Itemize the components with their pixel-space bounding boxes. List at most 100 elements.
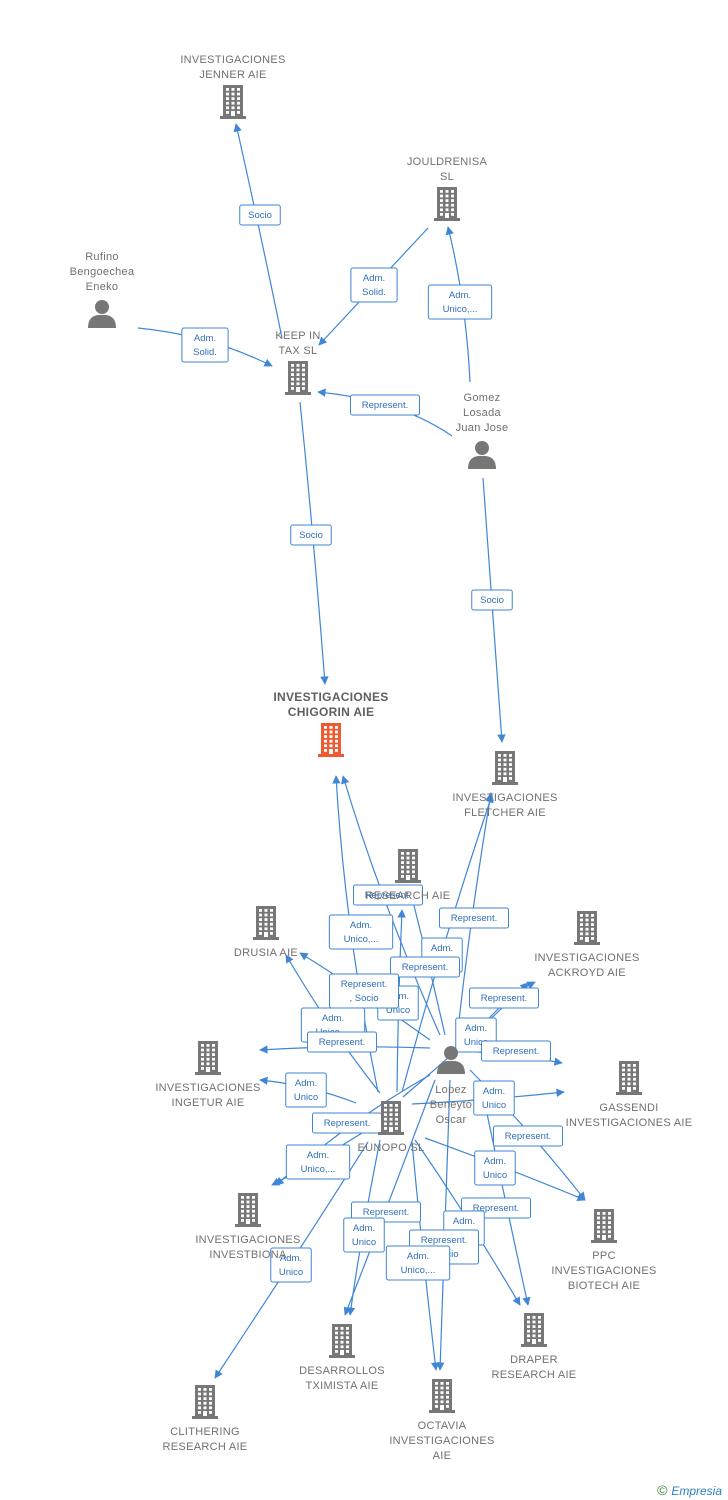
edge-label-text: Represent. — [319, 1037, 365, 1048]
edge-label-text: Socio — [299, 530, 323, 541]
node-research[interactable]: RESEARCH AIE — [366, 849, 451, 902]
edge-label-text: Unico — [482, 1100, 506, 1111]
edge-label-eunopo-to-clithering[interactable]: Adm.Unico — [270, 1247, 312, 1283]
edge-label-lopez-to-fletcher[interactable]: Represent. — [439, 907, 509, 929]
building-icon — [195, 1041, 221, 1075]
building-icon — [521, 1313, 547, 1347]
node-eunopo[interactable]: EUNOPO SL — [358, 1101, 425, 1154]
edge-label-eunopo-to-octavia[interactable]: Adm. Unico,... — [385, 1245, 451, 1281]
edge-label-text: Unico,... — [401, 1265, 436, 1276]
node-label: RESEARCH AIE — [366, 890, 451, 902]
node-drusia[interactable]: DRUSIA AIE — [234, 906, 298, 959]
node-label: Juan Jose — [456, 422, 509, 434]
person-icon — [468, 441, 496, 469]
node-label: Bengoechea — [70, 266, 135, 278]
edge-label-text: Socio — [248, 210, 272, 221]
node-label: INVESTIGACIONES AIE — [566, 1117, 693, 1129]
edge-label-lopez-to-chigorin[interactable]: Represent. — [353, 884, 423, 906]
edge-label-lopez-to-ingetur[interactable]: Represent. — [307, 1031, 377, 1053]
edge-label-eunopo-to-desarrollos[interactable]: Adm.Unico — [343, 1217, 385, 1253]
edge-label-text: Unico,... — [344, 934, 379, 945]
edge-label-lopez-to-desarrollos[interactable]: Represent. — [351, 1201, 421, 1223]
edge-label-rufino-to-keepintax[interactable]: Adm.Solid. — [181, 327, 229, 363]
node-label: CHIGORIN AIE — [288, 705, 375, 719]
edge-label-text: Represent. — [362, 400, 408, 411]
edge-label-eunopo-to-ppc[interactable]: Adm.Unico — [474, 1150, 516, 1186]
node-label: CLITHERING — [170, 1426, 240, 1438]
node-clithering[interactable]: CLITHERING RESEARCH AIE — [163, 1385, 248, 1453]
edge-label-eunopo-to-ingetur[interactable]: Adm.Unico — [285, 1072, 327, 1108]
edge-label-text: Adm. — [483, 1086, 505, 1097]
edge-label-text: Adm. — [407, 1251, 429, 1262]
edge-label-gomez-to-keepintax[interactable]: Represent. — [350, 394, 420, 416]
node-label: EUNOPO SL — [358, 1142, 425, 1154]
node-label: AIE — [433, 1450, 452, 1462]
edge-label-text: Represent. — [473, 1203, 519, 1214]
edge-label-text: Adm. — [449, 290, 471, 301]
node-label: Oscar — [436, 1114, 467, 1126]
building-icon — [378, 1101, 404, 1135]
edge-label-text: , Socio — [349, 993, 378, 1004]
edge-label-keepintax-to-jenner[interactable]: Socio — [239, 204, 281, 226]
node-label: DESARROLLOS — [299, 1365, 385, 1377]
node-label: DRAPER — [510, 1354, 558, 1366]
node-label: FLETCHER AIE — [464, 807, 546, 819]
edge-label-lopez-to-ackroyd[interactable]: Represent. — [469, 987, 539, 1009]
edge-label-text: Adm. — [465, 1023, 487, 1034]
edge-label-gomez-to-jouldrenisa[interactable]: Adm.Unico,... — [427, 284, 493, 320]
node-label: INVESTIGACIONES — [155, 1082, 260, 1094]
edge-label-text: Unico,... — [301, 1164, 336, 1175]
edge-label-jouldrenisa-to-keepintax[interactable]: Adm.Solid. — [350, 267, 398, 303]
edge-label-keepintax-to-chigorin[interactable]: Socio — [290, 524, 332, 546]
node-label: ACKROYD AIE — [548, 967, 626, 979]
edge-label-text: Adm. — [280, 1253, 302, 1264]
edge-label-eunopo-to-investbiona[interactable]: Adm.Unico,... — [285, 1144, 351, 1180]
building-icon — [285, 361, 311, 395]
edge-label-text: Solid. — [193, 347, 217, 358]
building-icon — [395, 849, 421, 883]
edge-label-lopez-to-ppc[interactable]: Represent. — [493, 1125, 563, 1147]
edge-label-eunopo-to-gassendi[interactable]: Adm. Unico — [473, 1080, 515, 1116]
edge-label-text: Unico — [352, 1237, 376, 1248]
edge-label-text: Represent. — [493, 1046, 539, 1057]
edge-label-lopez-to-investbiona[interactable]: Represent. — [312, 1112, 382, 1134]
edge-label-text: Represent. — [341, 979, 387, 990]
edge-labels-layer: SocioAdm.Solid.Adm.Unico,...Adm.Solid.Re… — [181, 204, 563, 1283]
building-icon — [574, 911, 600, 945]
edge-label-lopez-to-drusia[interactable]: Represent. , Socio — [329, 973, 399, 1009]
edge-label-gomez-to-fletcher[interactable]: Socio — [471, 589, 513, 611]
node-label: KEEP IN — [275, 330, 320, 342]
footer-credit: © Empresia — [657, 1482, 722, 1498]
node-label: Lopez — [435, 1084, 466, 1096]
node-label: RESEARCH AIE — [163, 1441, 248, 1453]
edge-label-lopez-to-gassendi[interactable]: Represent. — [481, 1040, 551, 1062]
node-label: INVESTIGACIONES — [273, 690, 388, 704]
building-icon — [318, 723, 344, 757]
edge-label-text: Socio — [480, 595, 504, 606]
building-icon — [235, 1193, 261, 1227]
brand-logo-text: Empresia — [671, 1484, 722, 1498]
edge-label-text: Adm. — [431, 943, 453, 954]
edge-label-lopez-to-research[interactable]: Represent. — [390, 956, 460, 978]
edge-label-eunopo-to-chigorin[interactable]: Adm.Unico,... — [328, 914, 394, 950]
node-label: INVESTIGACIONES — [389, 1435, 494, 1447]
node-label: INVESTBIONA — [209, 1249, 287, 1261]
edge-label-text: Adm. — [363, 273, 385, 284]
